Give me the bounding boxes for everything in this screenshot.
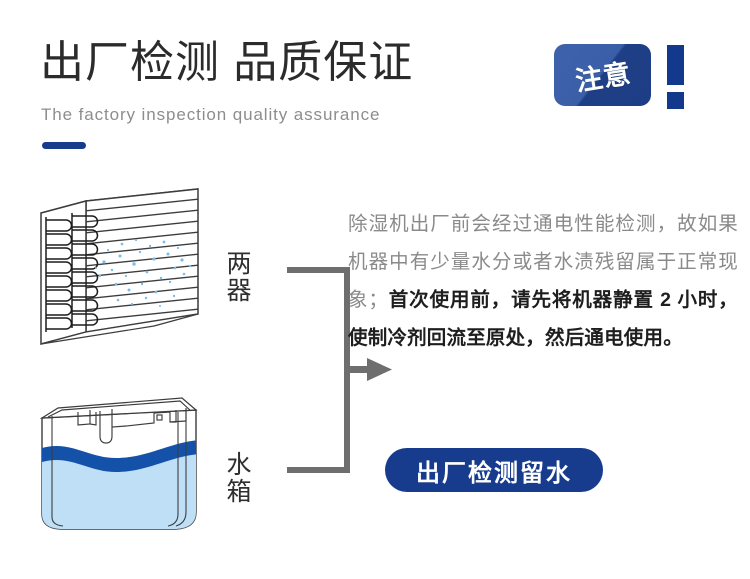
page-subtitle: The factory inspection quality assurance — [41, 105, 381, 124]
body-paragraph: 除湿机出厂前会经过通电性能检测，故如果机器中有少量水分或者水渍残留属于正常现象；… — [348, 205, 738, 357]
right-arrow-icon — [347, 358, 392, 381]
page-title: 出厂检测 品质保证 — [40, 38, 414, 87]
exclamation-stem — [667, 45, 684, 85]
exclamation-icon — [664, 42, 688, 110]
exclamation-dot — [667, 92, 684, 109]
attention-badge-label: 注意 — [572, 58, 633, 97]
heat-exchanger-coil-icon — [30, 184, 215, 349]
title-accent-rule — [42, 142, 86, 149]
body-text-regular: 除湿机出厂前会经过通电性能检测，故如果机器中有少量水分或者水渍残留属于正常现象； — [348, 213, 738, 311]
body-text-emphasis: 首次使用前，请先将机器静置 2 小时，使制冷剂回流至原处，然后通电使用。 — [348, 289, 738, 349]
coil-label: 两器 — [223, 250, 251, 304]
result-pill-label: 出厂检测留水 — [416, 459, 572, 487]
attention-badge-box: 注意 — [554, 44, 651, 106]
result-pill-button[interactable]: 出厂检测留水 — [385, 448, 603, 492]
water-tank-icon — [30, 396, 220, 536]
tank-label: 水箱 — [223, 451, 251, 505]
attention-badge: 注意 — [554, 44, 714, 124]
diagram-connector — [255, 255, 395, 485]
